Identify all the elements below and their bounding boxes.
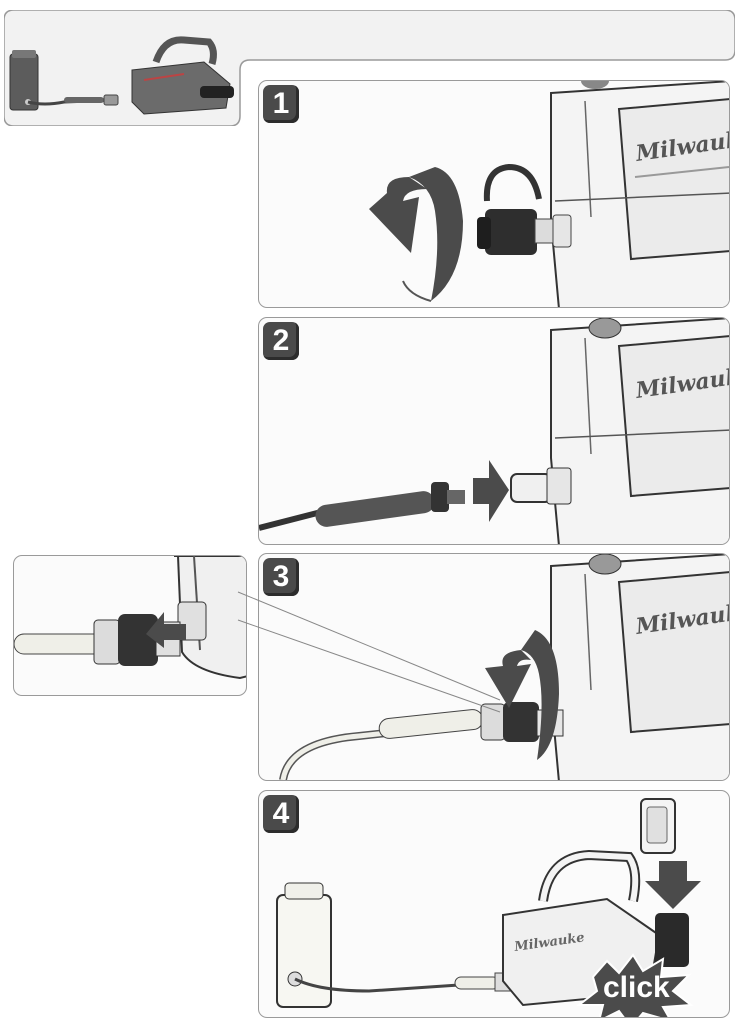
jack-cylinder-thumbnail <box>9 50 39 111</box>
pump-body: Milwauke <box>550 554 729 780</box>
overview-header <box>4 10 735 126</box>
down-arrow-icon <box>645 861 701 909</box>
push-arrow-icon <box>146 612 186 648</box>
pump-body: Milwauke <box>550 81 729 307</box>
step-2-panel: 2 Milwauke <box>258 317 730 545</box>
step-3-badge: 3 <box>263 558 299 596</box>
step-1-panel: 1 Milwauke <box>258 80 730 308</box>
pump-body: Milwauke <box>550 318 729 544</box>
rotation-arrow-icon <box>369 167 463 302</box>
click-label: click <box>603 971 670 1004</box>
step-4-badge: 4 <box>263 795 299 833</box>
click-burst-icon <box>576 953 694 1017</box>
pump-thumbnail <box>131 36 234 115</box>
pump-side-detail <box>174 556 246 680</box>
hose-nipple <box>259 482 465 531</box>
step-2-badge: 2 <box>263 322 299 360</box>
step-3-detail-inset <box>13 555 247 696</box>
hose-line <box>294 972 512 993</box>
push-arrow-icon <box>473 460 509 522</box>
open-coupler <box>510 467 572 505</box>
connected-hose <box>279 702 564 780</box>
step-1-badge: 1 <box>263 85 299 123</box>
step-4-panel: 4 Milwauke click <box>258 790 730 1018</box>
rotation-arrow-icon <box>485 630 559 760</box>
battery-pack <box>640 798 676 854</box>
step-3-panel: 3 Milwauke <box>258 553 730 781</box>
coupler-with-dust-cap <box>477 163 572 255</box>
